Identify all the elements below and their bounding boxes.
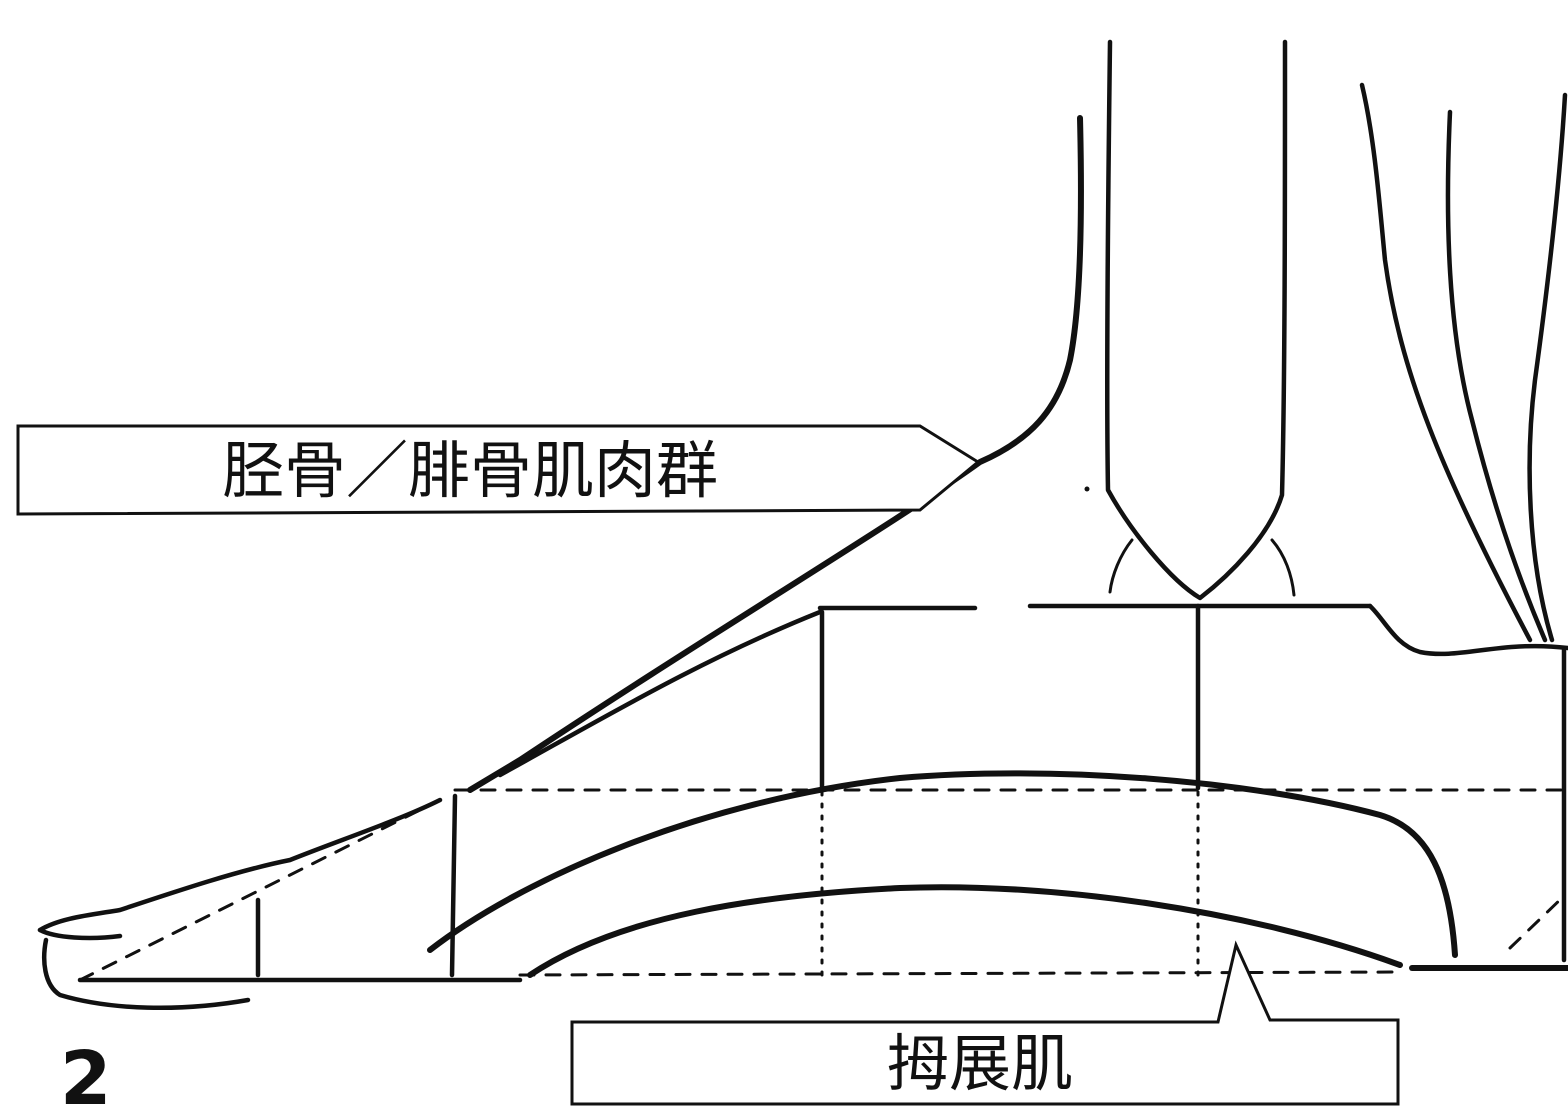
- dashed-toe-diagonal: [78, 798, 442, 982]
- abductor-lower-curve: [527, 884, 1403, 978]
- marker-dot: [1084, 486, 1090, 492]
- callout-upper-box: [16, 424, 981, 516]
- callout-lower-box: [570, 940, 1400, 1106]
- vertical-line-metatarsal: [449, 793, 458, 978]
- label-lower-text: 拇展肌: [887, 1027, 1073, 1100]
- malleolus-right-curve: [1270, 538, 1296, 597]
- label-upper-text: 胫骨／腓骨肌肉群: [222, 434, 718, 507]
- malleolus-left-curve: [1108, 538, 1134, 594]
- fibula-line-outer: [1359, 82, 1533, 643]
- label-callout-lower: 拇展肌: [570, 940, 1400, 1106]
- leg-front-contour: [467, 115, 1084, 793]
- ankle-front-inner-line: [497, 609, 823, 778]
- achilles-line: [1527, 92, 1568, 643]
- toe-tip: [37, 927, 251, 1011]
- figure-number: 2: [60, 1036, 112, 1108]
- abductor-upper-curve: [427, 770, 1458, 958]
- toe-top-contour: [37, 797, 443, 933]
- tibia-outline: [1104, 39, 1288, 601]
- fibula-line-inner: [1445, 109, 1548, 643]
- heel-top-contour: [1367, 603, 1568, 657]
- label-callout-upper: 胫骨／腓骨肌肉群: [16, 424, 981, 516]
- dashed-heel-diagonal: [1508, 893, 1567, 950]
- dashed-line-lower: [518, 970, 1402, 977]
